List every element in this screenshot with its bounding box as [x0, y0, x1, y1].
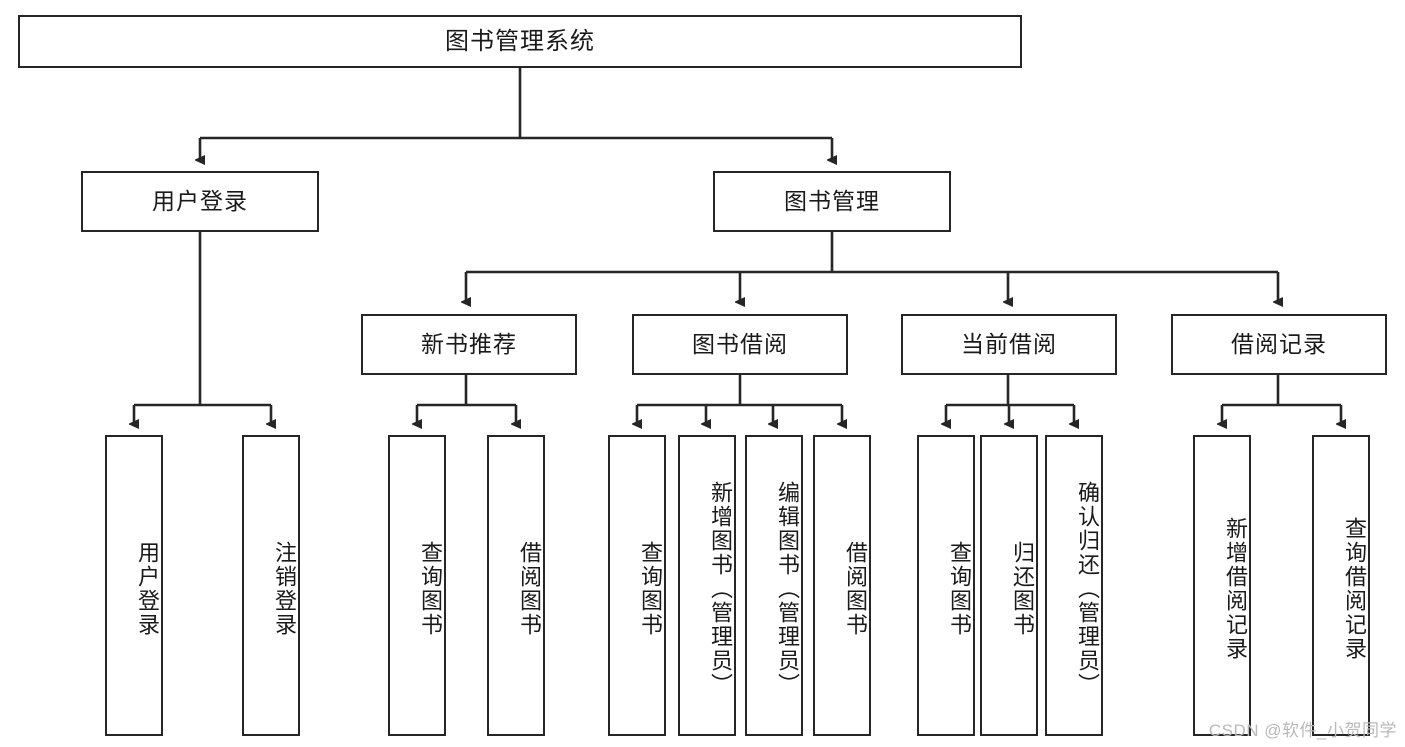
node-borrow-record-label: 借阅记录 — [1231, 331, 1327, 358]
node-leaf-return-book[interactable]: 归还图书 — [980, 435, 1038, 736]
node-leaf-logout[interactable]: 注销登录 — [242, 435, 300, 736]
node-leaf-add-book-label: 新增图书（管理员） — [708, 480, 733, 697]
node-leaf-query-record[interactable]: 查询借阅记录 — [1312, 435, 1370, 736]
node-root[interactable]: 图书管理系统 — [18, 15, 1022, 68]
node-user-login-label: 用户登录 — [152, 188, 248, 215]
node-new-book-rec-label: 新书推荐 — [421, 331, 517, 358]
node-leaf-query-book-2[interactable]: 查询图书 — [608, 435, 666, 736]
node-current-borrow-label: 当前借阅 — [961, 331, 1057, 358]
node-leaf-edit-book[interactable]: 编辑图书（管理员） — [745, 435, 803, 736]
node-leaf-add-record-label: 新增借阅记录 — [1223, 516, 1248, 661]
node-leaf-query-record-label: 查询借阅记录 — [1342, 516, 1367, 661]
node-root-label: 图书管理系统 — [445, 27, 595, 55]
node-new-book-rec[interactable]: 新书推荐 — [361, 314, 577, 375]
node-leaf-add-book[interactable]: 新增图书（管理员） — [678, 435, 736, 736]
node-leaf-borrow-book-1[interactable]: 借阅图书 — [487, 435, 545, 736]
node-leaf-logout-label: 注销登录 — [272, 540, 297, 637]
node-book-manage-label: 图书管理 — [784, 188, 880, 215]
node-leaf-add-record[interactable]: 新增借阅记录 — [1193, 435, 1251, 736]
node-leaf-return-book-label: 归还图书 — [1010, 540, 1035, 637]
node-leaf-borrow-book-1-label: 借阅图书 — [517, 540, 542, 637]
node-book-manage[interactable]: 图书管理 — [713, 171, 951, 232]
node-user-login[interactable]: 用户登录 — [81, 171, 319, 232]
node-leaf-query-book-3[interactable]: 查询图书 — [917, 435, 975, 736]
node-leaf-query-book-1[interactable]: 查询图书 — [388, 435, 446, 736]
node-leaf-query-book-1-label: 查询图书 — [418, 540, 443, 637]
node-leaf-confirm-return-label: 确认归还（管理员） — [1075, 480, 1100, 697]
node-leaf-borrow-book-2[interactable]: 借阅图书 — [813, 435, 871, 736]
node-leaf-user-login-label: 用户登录 — [135, 540, 160, 637]
node-leaf-user-login[interactable]: 用户登录 — [105, 435, 163, 736]
node-leaf-edit-book-label: 编辑图书（管理员） — [775, 480, 800, 697]
node-borrow-record[interactable]: 借阅记录 — [1171, 314, 1387, 375]
node-book-borrow-label: 图书借阅 — [692, 331, 788, 358]
node-book-borrow[interactable]: 图书借阅 — [632, 314, 848, 375]
node-leaf-query-book-3-label: 查询图书 — [947, 540, 972, 637]
node-leaf-borrow-book-2-label: 借阅图书 — [843, 540, 868, 637]
node-leaf-confirm-return[interactable]: 确认归还（管理员） — [1045, 435, 1103, 736]
node-current-borrow[interactable]: 当前借阅 — [901, 314, 1117, 375]
node-leaf-query-book-2-label: 查询图书 — [638, 540, 663, 637]
